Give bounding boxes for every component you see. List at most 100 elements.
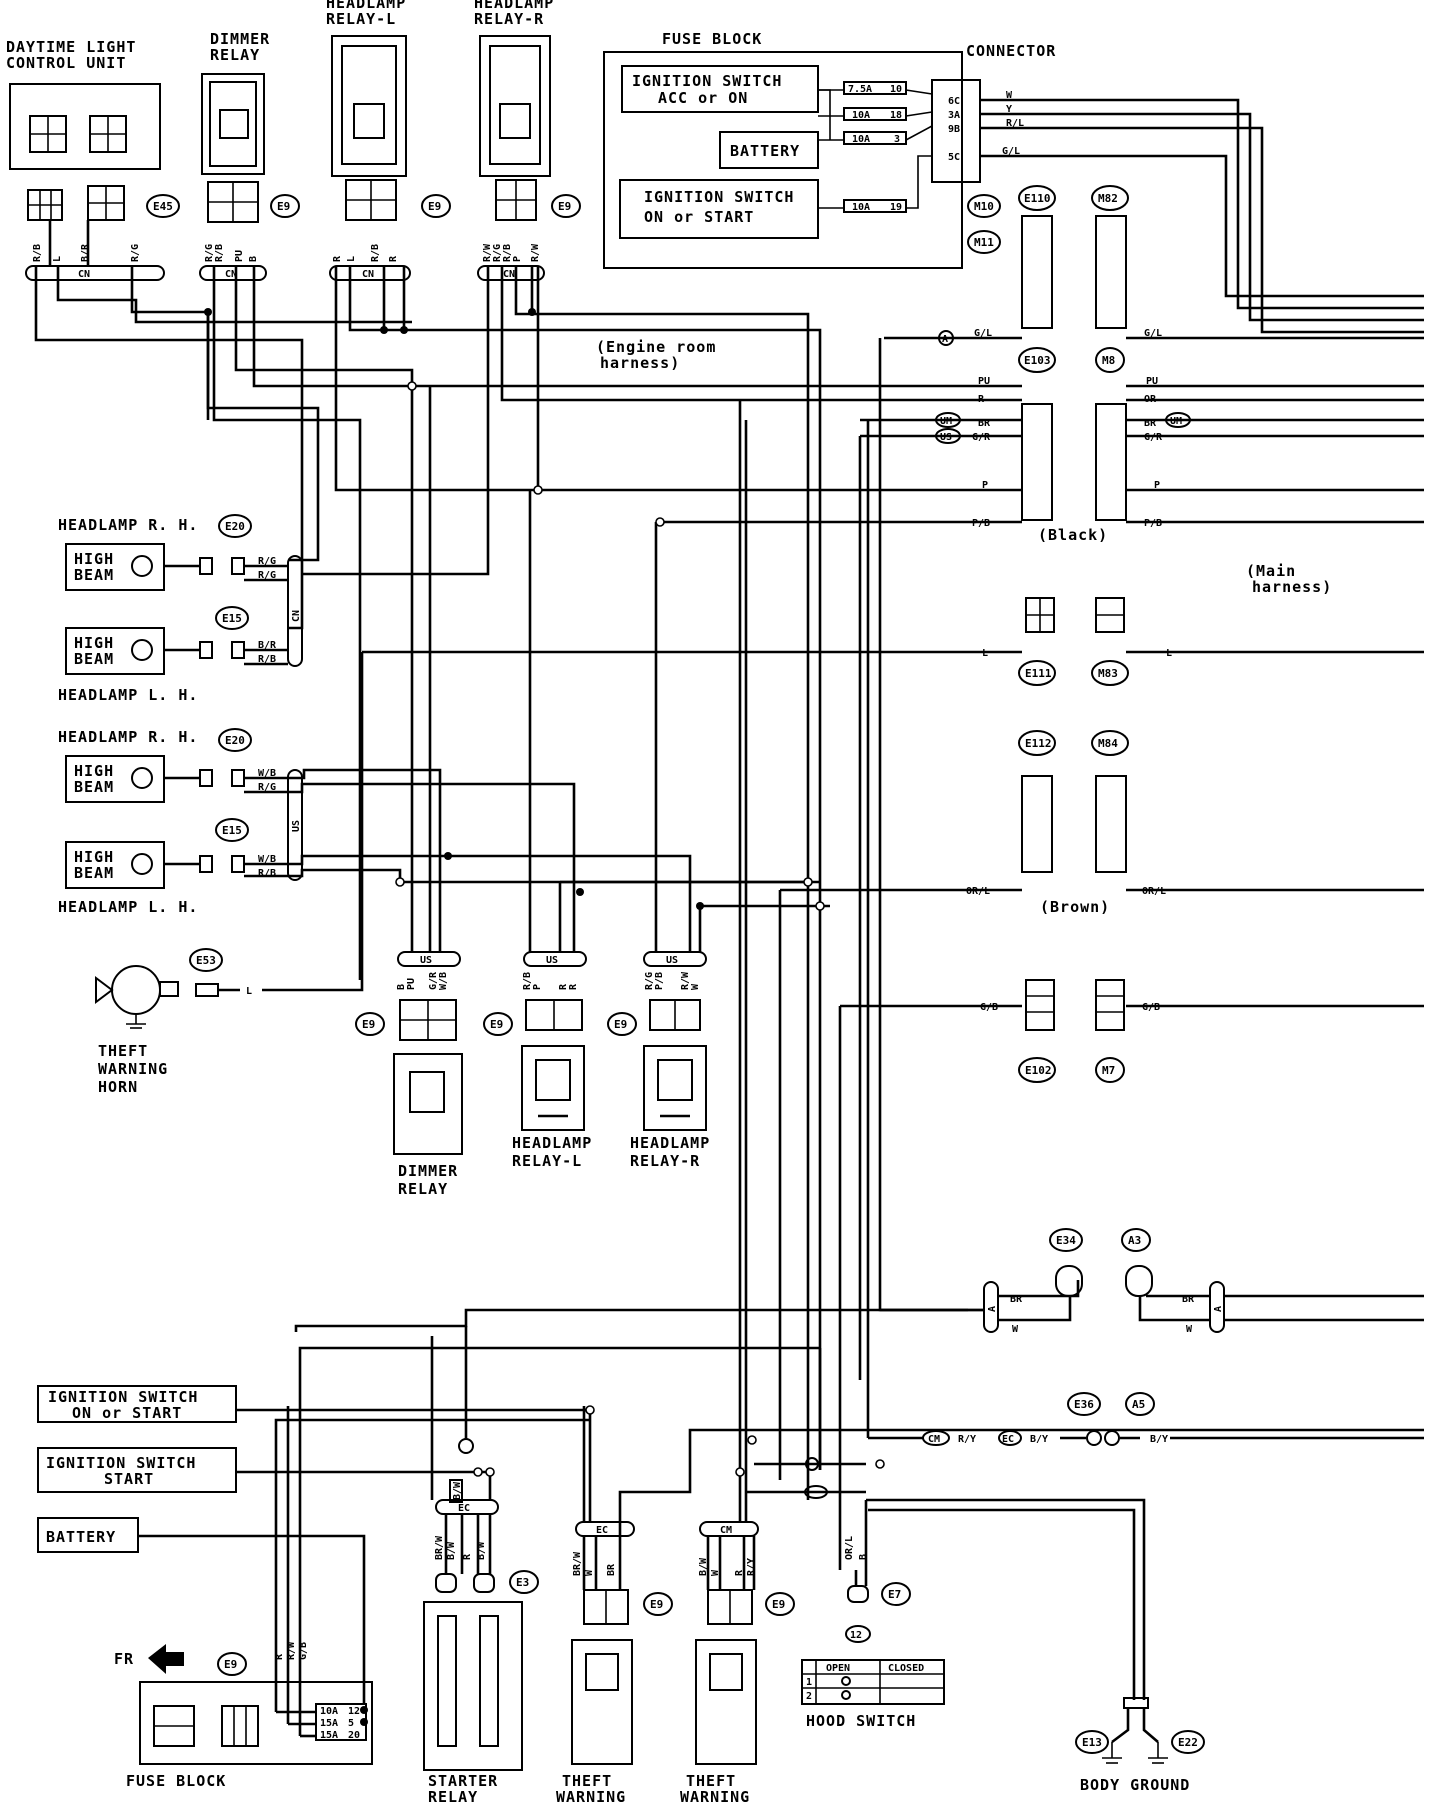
svg-text:L: L bbox=[52, 256, 63, 262]
svg-text:1: 1 bbox=[806, 1677, 812, 1688]
svg-text:B: B bbox=[396, 984, 407, 990]
svg-text:CN: CN bbox=[78, 269, 90, 280]
svg-text:R/B: R/B bbox=[370, 244, 381, 262]
svg-text:HEADLAMP: HEADLAMP bbox=[512, 1134, 592, 1152]
svg-text:HEADLAMP R. H.: HEADLAMP R. H. bbox=[58, 516, 198, 534]
svg-text:10A: 10A bbox=[852, 134, 870, 145]
svg-text:WARNING: WARNING bbox=[680, 1788, 750, 1806]
svg-text:P: P bbox=[982, 480, 988, 491]
svg-text:ACC or ON: ACC or ON bbox=[658, 89, 748, 107]
svg-text:harness): harness) bbox=[1252, 578, 1332, 596]
svg-text:12: 12 bbox=[850, 1630, 862, 1641]
svg-text:E9: E9 bbox=[558, 200, 571, 213]
svg-text:CM: CM bbox=[928, 1434, 940, 1445]
svg-text:Y: Y bbox=[1006, 104, 1012, 115]
svg-text:BEAM: BEAM bbox=[74, 650, 114, 668]
fuse-block-bottom: 10A 12 15A 5 15A 20 FUSE BLOCK R R/W G/B bbox=[126, 1346, 820, 1790]
svg-text:R: R bbox=[558, 983, 569, 990]
svg-text:PU: PU bbox=[234, 250, 245, 262]
hood-switch: OR/L B E7 12 OPEN CLOSED 1 2 HOOD SWITCH bbox=[801, 1500, 945, 1730]
svg-text:HIGH: HIGH bbox=[74, 550, 114, 568]
svg-text:G/B: G/B bbox=[1142, 1002, 1160, 1013]
svg-text:E22: E22 bbox=[1178, 1736, 1198, 1749]
svg-text:7.5A: 7.5A bbox=[848, 84, 872, 95]
svg-text:W: W bbox=[690, 983, 701, 990]
svg-text:OR: OR bbox=[1144, 394, 1157, 405]
svg-text:R: R bbox=[978, 394, 985, 405]
svg-text:RELAY: RELAY bbox=[210, 46, 260, 64]
svg-text:R/B: R/B bbox=[522, 972, 533, 990]
svg-text:G/L: G/L bbox=[974, 328, 992, 339]
svg-text:IGNITION SWITCH: IGNITION SWITCH bbox=[644, 188, 794, 206]
svg-text:THEFT: THEFT bbox=[562, 1772, 612, 1790]
svg-text:RELAY: RELAY bbox=[428, 1788, 478, 1806]
svg-text:W: W bbox=[1006, 90, 1013, 101]
svg-text:PU: PU bbox=[978, 376, 990, 387]
svg-text:HOOD SWITCH: HOOD SWITCH bbox=[806, 1712, 916, 1730]
svg-text:E20: E20 bbox=[225, 734, 245, 747]
svg-text:IGNITION SWITCH: IGNITION SWITCH bbox=[632, 72, 782, 90]
svg-text:W: W bbox=[710, 1569, 721, 1576]
svg-text:3: 3 bbox=[894, 134, 900, 145]
main-harness-wires-top: W Y R/L G/L bbox=[980, 90, 1424, 334]
starter-relay: EC B/W BR/W B/W R B/W E3 STARTER RELAY bbox=[423, 1438, 539, 1806]
svg-text:R/G: R/G bbox=[258, 782, 276, 793]
svg-text:HEADLAMP: HEADLAMP bbox=[630, 1134, 710, 1152]
headlamp-relay-r-bottom: US R/G P/B R/W W E9 HEADLAMP RELAY-R bbox=[607, 951, 710, 1170]
svg-text:US: US bbox=[666, 955, 678, 966]
svg-text:L: L bbox=[346, 256, 357, 262]
svg-text:R/B: R/B bbox=[258, 654, 276, 665]
svg-text:R: R bbox=[462, 1553, 473, 1560]
svg-text:IGNITION SWITCH: IGNITION SWITCH bbox=[48, 1388, 198, 1406]
svg-text:HEADLAMP R. H.: HEADLAMP R. H. bbox=[58, 728, 198, 746]
svg-text:US: US bbox=[291, 820, 302, 832]
dimmer-relay-top: DIMMER RELAY E9 bbox=[201, 30, 300, 223]
svg-text:UM: UM bbox=[1170, 416, 1182, 427]
svg-text:CN: CN bbox=[503, 269, 515, 280]
svg-text:M8: M8 bbox=[1102, 354, 1115, 367]
svg-text:R: R bbox=[332, 255, 343, 262]
svg-text:B/R: B/R bbox=[80, 243, 91, 262]
svg-text:E9: E9 bbox=[650, 1598, 663, 1611]
svg-text:R/G: R/G bbox=[644, 972, 655, 990]
svg-text:R: R bbox=[388, 255, 399, 262]
svg-text:BR: BR bbox=[1182, 1294, 1195, 1305]
svg-text:B: B bbox=[248, 256, 259, 262]
svg-text:W: W bbox=[1186, 1324, 1193, 1335]
e110-m82-connectors: E110 M82 E103 M8 (Black) bbox=[1018, 185, 1129, 544]
svg-text:18: 18 bbox=[890, 110, 902, 121]
body-ground: E13 E22 BODY GROUND bbox=[866, 1498, 1205, 1794]
svg-text:CM: CM bbox=[720, 1525, 732, 1536]
svg-text:E15: E15 bbox=[222, 824, 242, 837]
us-bar-headlamp bbox=[287, 769, 303, 881]
svg-text:HEADLAMP: HEADLAMP bbox=[326, 0, 406, 12]
svg-text:DAYTIME LIGHT: DAYTIME LIGHT bbox=[6, 38, 136, 56]
e111-m83-connectors: E111 M83 bbox=[1018, 597, 1129, 686]
svg-text:BR: BR bbox=[606, 1563, 617, 1576]
headlamp-rh-1: HEADLAMP R. H. E20 HIGH BEAM R/G R/G bbox=[58, 514, 276, 591]
cn-bars-top: CN CN CN CN bbox=[25, 265, 545, 281]
svg-text:B/R: B/R bbox=[258, 640, 277, 651]
svg-text:R/W: R/W bbox=[482, 243, 493, 262]
svg-text:W: W bbox=[584, 1569, 595, 1576]
svg-text:BR/W: BR/W bbox=[434, 1535, 445, 1560]
svg-text:R: R bbox=[568, 983, 579, 990]
svg-text:W/B: W/B bbox=[438, 972, 449, 990]
svg-text:A: A bbox=[942, 334, 948, 345]
svg-text:START: START bbox=[104, 1470, 154, 1488]
main-harness-label: (Main harness) bbox=[1246, 562, 1332, 596]
svg-text:BODY GROUND: BODY GROUND bbox=[1080, 1776, 1190, 1794]
e34-a3-connectors: E34 A3 A A BR W BR W bbox=[880, 1228, 1424, 1335]
fuse-block-top: FUSE BLOCK IGNITION SWITCH ACC or ON BAT… bbox=[603, 30, 1055, 269]
svg-text:9B: 9B bbox=[948, 124, 960, 135]
svg-text:E7: E7 bbox=[888, 1588, 901, 1601]
svg-text:BEAM: BEAM bbox=[74, 864, 114, 882]
svg-text:10A: 10A bbox=[852, 110, 870, 121]
svg-text:G/L: G/L bbox=[1002, 146, 1020, 157]
svg-text:HIGH: HIGH bbox=[74, 634, 114, 652]
svg-text:E34: E34 bbox=[1056, 1234, 1076, 1247]
svg-text:OR/L: OR/L bbox=[1142, 886, 1166, 897]
engine-room-harness-label: (Engine room harness) bbox=[596, 338, 715, 372]
svg-text:M84: M84 bbox=[1098, 737, 1118, 750]
